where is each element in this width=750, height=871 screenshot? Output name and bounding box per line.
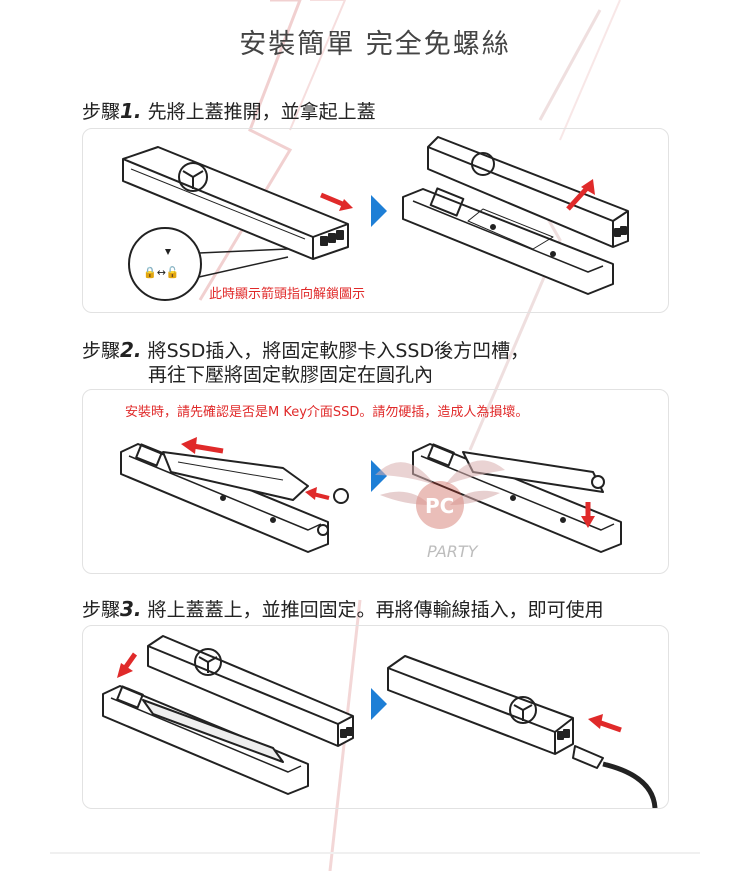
step-3-prefix: 步驟: [82, 599, 121, 621]
step-2-number: 2.: [120, 338, 142, 362]
step-2-note: 安裝時，請先確認是否是M Key介面SSD。請勿硬插，造成人為損壞。: [125, 405, 529, 420]
step-3-text: 將上蓋蓋上，並推回固定。再將傳輸線插入，即可使用: [141, 599, 604, 621]
step-3-illustration: [102, 635, 658, 808]
step-1-text: 先將上蓋推開，並拿起上蓋: [141, 101, 376, 123]
footer-divider: [50, 852, 700, 854]
step-3-number: 3.: [120, 597, 142, 621]
step-1-panel: 🔒↔🔓 此時顯示箭頭指向解鎖圖示: [82, 128, 669, 313]
step-3-heading: 步驟3. 將上蓋蓋上，並推回固定。再將傳輸線插入，即可使用: [82, 597, 604, 622]
step-1-number: 1.: [120, 99, 142, 123]
step-2-illustration: [120, 437, 622, 553]
step-1-note: 此時顯示箭頭指向解鎖圖示: [209, 287, 366, 302]
svg-text:🔒↔🔓: 🔒↔🔓: [143, 266, 180, 279]
step-2-prefix: 步驟: [82, 340, 121, 362]
step-2-text: 將SSD插入，將固定軟膠卡入SSD後方凹槽，: [141, 340, 530, 362]
watermark-logo: PC PARTY: [375, 460, 505, 561]
step-3-panel: [82, 625, 669, 809]
watermark-party-text: PARTY: [427, 542, 479, 561]
page-title: 安裝簡單 完全免螺絲: [239, 29, 511, 60]
step-2-heading: 步驟2. 將SSD插入，將固定軟膠卡入SSD後方凹槽， 再往下壓將固定軟膠固定在…: [82, 338, 529, 387]
step-1-heading: 步驟1. 先將上蓋推開，並拿起上蓋: [82, 99, 376, 124]
watermark-logo-text: PC: [425, 494, 454, 518]
step-1-illustration: 🔒↔🔓: [122, 136, 629, 301]
step-1-prefix: 步驟: [82, 101, 121, 123]
step-2-panel: 安裝時，請先確認是否是M Key介面SSD。請勿硬插，造成人為損壞。: [82, 389, 669, 574]
step-2-text-line2: 再往下壓將固定軟膠固定在圓孔內: [148, 364, 434, 386]
